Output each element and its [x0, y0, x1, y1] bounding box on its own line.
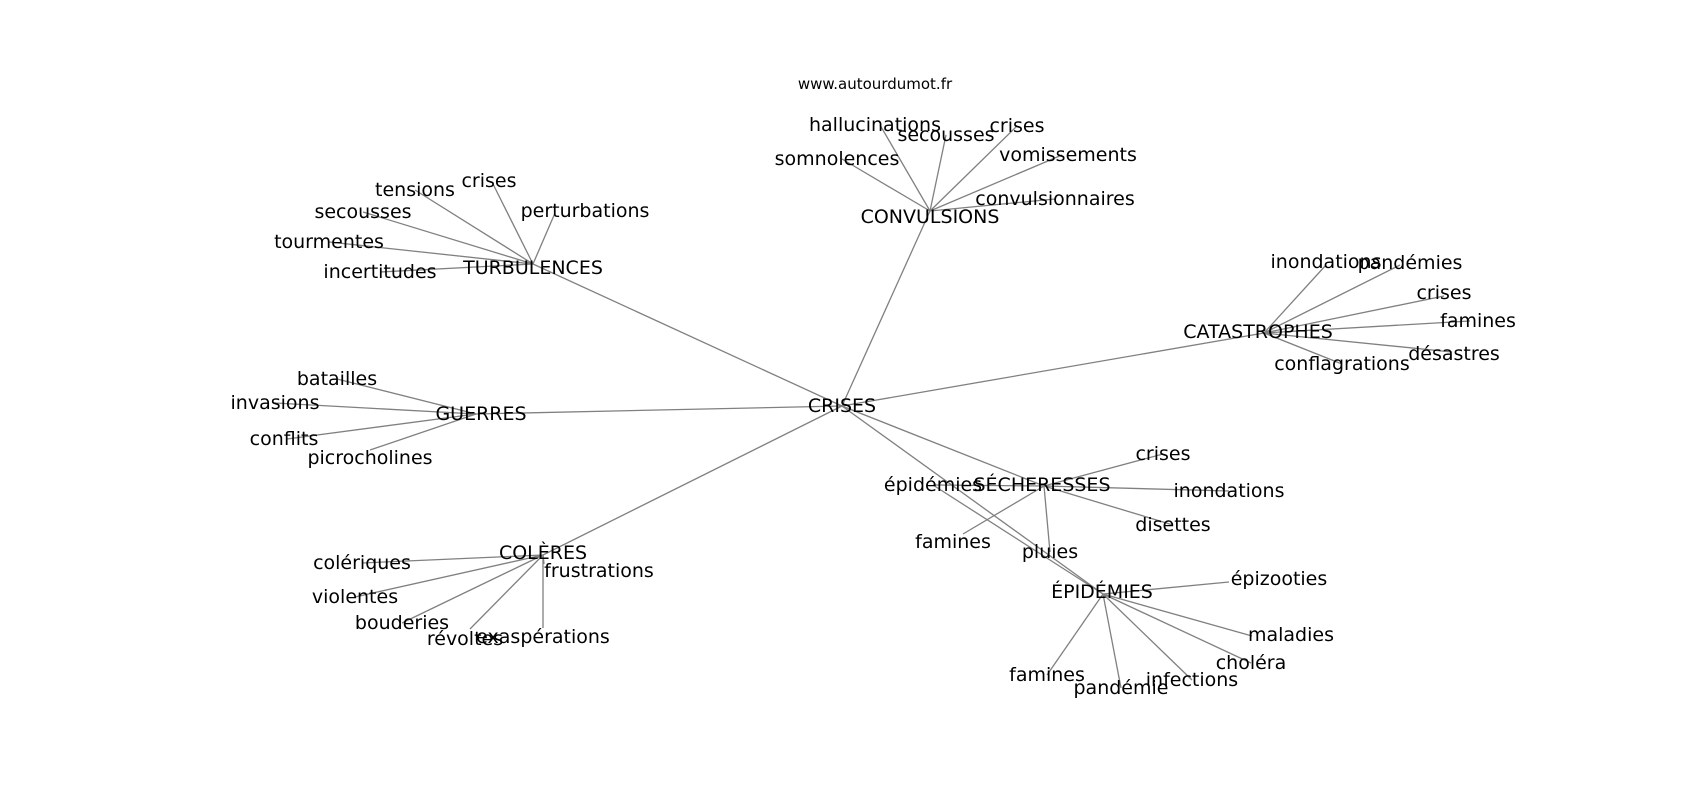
node-coleres: COLÈRES	[499, 541, 587, 564]
node-turb_perturbations: perturbations	[521, 200, 650, 222]
node-turb_tourmentes: tourmentes	[274, 231, 384, 253]
edge-epidemies-epi_epizooties	[1102, 581, 1230, 595]
edge-secheresses-sech_crises	[1043, 453, 1164, 487]
node-guer_batailles: batailles	[297, 368, 377, 390]
graph-labels: www.autourdumot.fr CRISES CONVULSIONS hall…	[231, 75, 1516, 699]
node-cat_pandemies: pandémies	[1358, 252, 1463, 274]
node-secheresses: SÉCHERESSES	[973, 473, 1110, 496]
node-cat_famines: famines	[1440, 310, 1516, 332]
edge-crises_center-guerres	[475, 405, 843, 415]
edge-catastrophes-cat_conflagrations	[1263, 332, 1343, 365]
node-cat_desastres: désastres	[1408, 343, 1500, 365]
node-epi_cholera: choléra	[1216, 652, 1287, 674]
edge-turbulences-turb_crises	[492, 183, 534, 265]
edge-secheresses-sech_famines	[962, 485, 1045, 535]
node-guer_conflits: conflits	[250, 428, 319, 450]
edge-catastrophes-cat_inondations	[1263, 264, 1327, 334]
node-epi_epizooties: épizooties	[1231, 568, 1328, 590]
node-turbulences: TURBULENCES	[462, 257, 603, 279]
edge-convulsions-conv_somnolences	[841, 158, 931, 212]
edge-crises_center-secheresses	[841, 405, 1045, 487]
node-conv_secousses: secousses	[897, 124, 994, 146]
edge-crises_center-catastrophes	[841, 332, 1265, 407]
node-col_frustrations: frustrations	[544, 560, 654, 582]
node-col_violentes: violentes	[312, 586, 398, 608]
edge-catastrophes-cat_crises	[1263, 295, 1445, 334]
node-sech_disettes: disettes	[1135, 514, 1210, 536]
node-sech_epidemies: épidémies	[884, 474, 982, 496]
edge-secheresses-sech_pluies	[1043, 485, 1051, 553]
edge-catastrophes-cat_famines	[1263, 320, 1471, 334]
node-turb_tensions: tensions	[375, 179, 455, 201]
edge-epidemies-epi_maladies	[1102, 593, 1253, 637]
edge-catastrophes-cat_desastres	[1263, 332, 1453, 353]
node-turb_incertitudes: incertitudes	[323, 261, 436, 283]
node-guer_invasions: invasions	[231, 392, 320, 414]
edge-convulsions-conv_crises	[929, 125, 1018, 212]
node-conv_vomissements: vomissements	[999, 144, 1137, 166]
edge-catastrophes-cat_pandemies	[1263, 264, 1401, 334]
edge-turbulences-turb_perturbations	[532, 212, 556, 265]
edge-crises_center-coleres	[542, 405, 843, 556]
edge-epidemies-epi_famines	[1046, 593, 1104, 676]
edge-turbulences-turb_secousses	[362, 211, 534, 265]
edge-guerres-guer_invasions	[274, 402, 477, 415]
node-cat_inondations: inondations	[1271, 251, 1382, 273]
node-col_coleriques: colériques	[313, 552, 411, 574]
edge-coleres-col_coleriques	[361, 554, 544, 564]
node-sech_inondations: inondations	[1174, 480, 1285, 502]
node-col_revoltes: révoltes	[427, 628, 503, 650]
node-conv_crises: crises	[989, 115, 1044, 137]
edge-convulsions-conv_secousses	[929, 134, 947, 212]
edge-sech_epidemies-epidemies	[932, 484, 1104, 595]
node-col_exasperations: exaspérations	[476, 626, 610, 648]
node-col_bouderies: bouderies	[355, 612, 449, 634]
node-convulsions: CONVULSIONS	[861, 206, 1000, 228]
edge-turbulences-turb_tourmentes	[328, 241, 534, 265]
edge-secheresses-sech_disettes	[1043, 485, 1174, 526]
edge-epidemies-epi_infections	[1102, 593, 1193, 681]
edge-coleres-col_bouderies	[401, 554, 544, 624]
node-cat_crises: crises	[1416, 282, 1471, 304]
edge-guerres-guer_conflits	[286, 413, 477, 440]
edge-coleres-col_revoltes	[469, 554, 544, 630]
node-sech_pluies: pluies	[1022, 541, 1078, 563]
node-epi_famines: famines	[1009, 664, 1085, 686]
node-guer_picrocholines: picrocholines	[307, 447, 432, 469]
edge-crises_center-turbulences	[532, 263, 843, 407]
edge-convulsions-conv_convulsionnaires	[929, 198, 1056, 212]
edge-epidemies-epi_pandemie	[1102, 593, 1122, 689]
graph-edges	[274, 124, 1471, 689]
node-epi_maladies: maladies	[1248, 624, 1334, 646]
node-epidemies: ÉPIDÉMIES	[1051, 580, 1153, 603]
node-cat_conflagrations: conflagrations	[1274, 353, 1410, 375]
edge-turbulences-turb_tensions	[414, 189, 534, 265]
edge-secheresses-sech_inondations	[1043, 485, 1230, 492]
node-guerres: GUERRES	[435, 403, 526, 425]
node-sech_crises: crises	[1135, 443, 1190, 465]
edge-epidemies-epi_cholera	[1102, 593, 1252, 664]
edge-convulsions-conv_hallucinations	[879, 124, 931, 212]
node-epi_infections: infections	[1146, 669, 1238, 691]
site-url: www.autourdumot.fr	[798, 75, 953, 93]
node-turb_crises: crises	[461, 170, 516, 192]
edge-guerres-guer_picrocholines	[369, 413, 477, 451]
node-catastrophes: CATASTROPHES	[1183, 321, 1333, 343]
node-conv_somnolences: somnolences	[775, 148, 900, 170]
node-conv_convulsionnaires: convulsionnaires	[975, 188, 1134, 210]
edge-guerres-guer_batailles	[336, 378, 477, 415]
node-sech_famines: famines	[915, 531, 991, 553]
edge-coleres-col_violentes	[354, 554, 544, 598]
edge-crises_center-epidemies	[841, 405, 1104, 595]
node-crises_center: CRISES	[808, 395, 876, 417]
node-epi_pandemie: pandémie	[1074, 677, 1169, 699]
edge-crises_center-convulsions	[841, 210, 931, 407]
edge-convulsions-conv_vomissements	[929, 154, 1063, 212]
node-conv_hallucinations: hallucinations	[809, 114, 941, 136]
edge-turbulences-turb_incertitudes	[379, 263, 534, 273]
node-turb_secousses: secousses	[314, 201, 411, 223]
